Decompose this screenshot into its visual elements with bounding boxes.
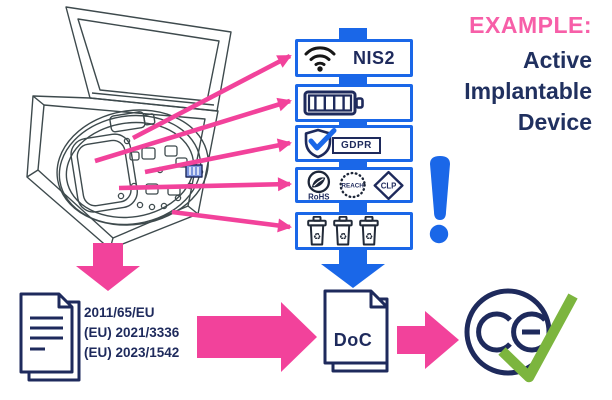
battery-icon xyxy=(303,90,364,116)
green-check-icon xyxy=(498,293,578,383)
rohs-leaf-icon: RoHS xyxy=(307,170,331,201)
pink-down-arrow-icon xyxy=(76,243,140,291)
clp-diamond-icon: CLP xyxy=(373,170,404,200)
regulations-list: 2011/65/EU (EU) 2021/3336 (EU) 2023/1542 xyxy=(84,303,179,363)
doc-label: DoC xyxy=(333,330,373,350)
recycle-symbol: ♻ xyxy=(313,233,321,243)
exclamation-icon xyxy=(429,156,450,244)
pink-arrow-icon xyxy=(118,177,292,192)
pink-arrow-icon xyxy=(131,53,292,141)
compliance-box-nis2: NIS2 xyxy=(295,39,413,77)
reach-label: REACH xyxy=(341,182,364,189)
pink-right-arrow-icon xyxy=(197,302,317,372)
recycle-symbol: ♻ xyxy=(365,233,373,243)
regulation-line: (EU) 2021/3336 xyxy=(84,325,180,340)
waste-bin-icons: ♻ ♻ ♻ xyxy=(307,216,379,246)
ce-mark-icon xyxy=(464,288,552,376)
blue-down-arrow-icon xyxy=(321,250,385,288)
recycle-symbol: ♻ xyxy=(339,233,347,243)
device-title-line: Device xyxy=(517,109,592,135)
clp-label: CLP xyxy=(381,181,397,190)
pink-arrow-fan xyxy=(94,53,292,233)
pink-right-arrow-icon xyxy=(397,311,459,369)
device-title-line: Active xyxy=(522,47,592,73)
regulation-line: (EU) 2023/1542 xyxy=(84,345,180,360)
pink-arrow-icon xyxy=(144,138,292,175)
compliance-box-chemicals: RoHS REACH CLP xyxy=(295,167,413,203)
compliance-box-weee: ♻ ♻ ♻ xyxy=(295,212,413,250)
regulation-line: 2011/65/EU xyxy=(84,305,155,320)
example-label: EXAMPLE: xyxy=(469,12,592,38)
reach-dotted-circle-icon: REACH xyxy=(339,171,366,198)
pink-arrow-icon xyxy=(171,209,292,233)
doc-document-stack-icon xyxy=(323,289,389,373)
pink-arrow-icon xyxy=(94,97,292,164)
heading-block: EXAMPLE: Active Implantable Device xyxy=(464,12,592,138)
shield-check-icon xyxy=(304,128,337,159)
document-stack-icon xyxy=(19,292,81,382)
gdpr-label: GDPR xyxy=(332,137,381,154)
wifi-icon xyxy=(304,46,336,72)
compliance-box-gdpr: GDPR xyxy=(295,125,413,162)
compliance-box-battery xyxy=(295,84,413,122)
device-title-line: Implantable xyxy=(464,78,592,104)
rohs-label: RoHS xyxy=(308,192,329,201)
blue-chip-icon xyxy=(185,164,203,178)
nis2-label: NIS2 xyxy=(353,47,396,68)
